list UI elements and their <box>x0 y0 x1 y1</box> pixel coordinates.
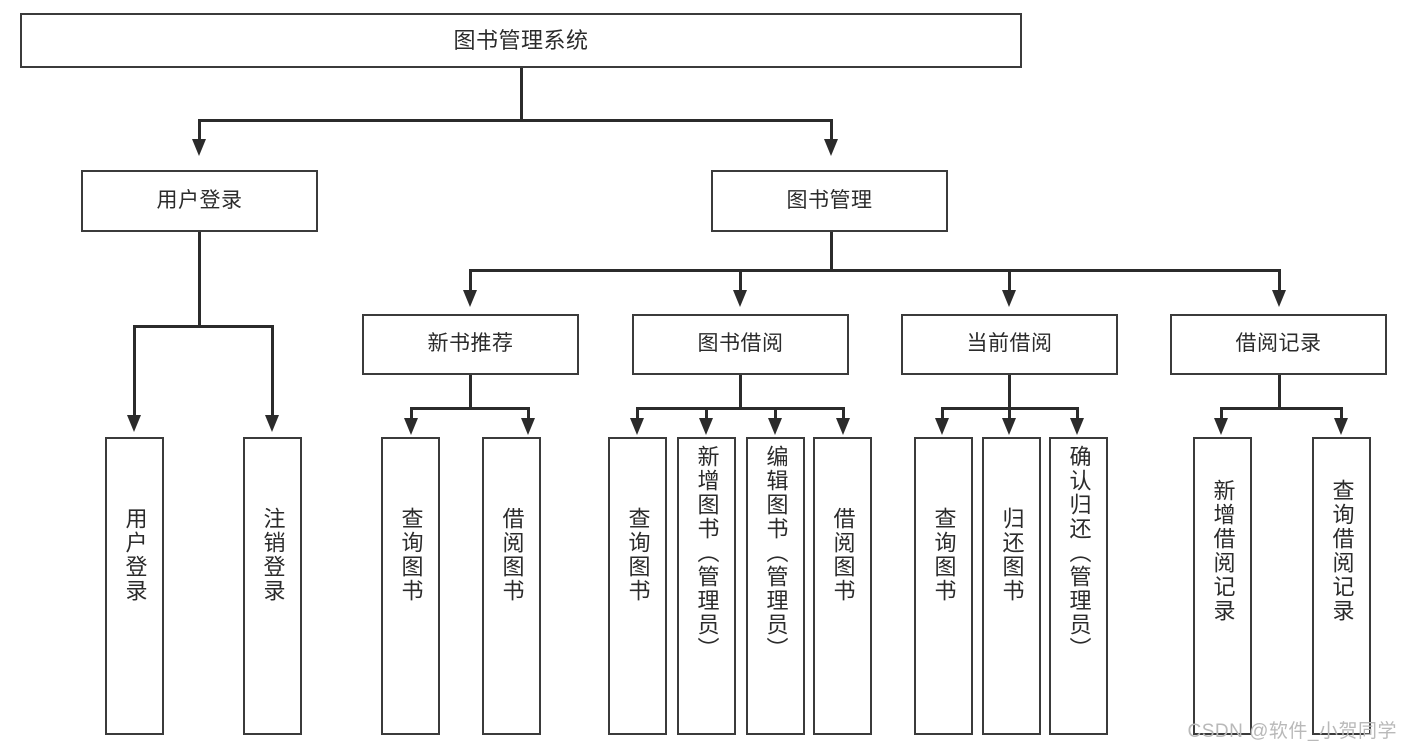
connector-level2-drop-1 <box>198 119 201 141</box>
node-label: 编辑图书（管理员） <box>763 445 789 661</box>
connector-root-stem <box>520 68 523 120</box>
node-label: 借阅图书 <box>499 507 525 603</box>
arrowhead-user-login-1 <box>127 415 141 432</box>
node-label: 确认归还（管理员） <box>1066 445 1092 661</box>
connector-currentborrow-stem <box>1008 375 1011 409</box>
connector-user-login-stem <box>198 232 201 326</box>
connector-level2-bus <box>198 119 832 122</box>
arrowhead-newbook-1 <box>404 418 418 435</box>
leaf-user-login-logout[interactable]: 注销登录 <box>243 437 302 735</box>
connector-borrowrecord-drop-1 <box>1220 407 1223 419</box>
connector-bookborrow-drop-4 <box>842 407 845 419</box>
connector-user-login-drop-1 <box>133 325 136 417</box>
node-book-borrow[interactable]: 图书借阅 <box>632 314 849 375</box>
arrowhead-newbook-2 <box>521 418 535 435</box>
arrowhead-bookborrow-1 <box>630 418 644 435</box>
connector-borrowrecord-drop-2 <box>1340 407 1343 419</box>
node-label: 归还图书 <box>999 507 1025 603</box>
arrowhead-currentborrow-1 <box>935 418 949 435</box>
arrowhead-bookborrow-2 <box>699 418 713 435</box>
connector-currentborrow-drop-1 <box>941 407 944 419</box>
leaf-book-borrow-add-book-admin[interactable]: 新增图书（管理员） <box>677 437 736 735</box>
arrowhead-bookborrow-3 <box>768 418 782 435</box>
node-label: 借阅图书 <box>830 507 856 603</box>
connector-level2-drop-2 <box>830 119 833 141</box>
connector-borrowrecord-stem <box>1278 375 1281 409</box>
connector-book-manage-stem <box>830 232 833 271</box>
node-root-book-management-system[interactable]: 图书管理系统 <box>20 13 1022 68</box>
connector-newbook-drop-2 <box>527 407 530 419</box>
connector-newbook-bus <box>410 407 529 410</box>
connector-level3-drop-4 <box>1278 269 1281 292</box>
connector-level3-drop-3 <box>1008 269 1011 292</box>
arrowhead-borrowrecord-1 <box>1214 418 1228 435</box>
connector-newbook-stem <box>469 375 472 409</box>
connector-level3-bus <box>469 269 1281 272</box>
leaf-current-borrow-query-book[interactable]: 查询图书 <box>914 437 973 735</box>
node-label: 图书管理系统 <box>453 27 589 53</box>
arrowhead-level2-2 <box>824 139 838 156</box>
connector-bookborrow-bus <box>636 407 844 410</box>
leaf-book-borrow-borrow-book[interactable]: 借阅图书 <box>813 437 872 735</box>
connector-bookborrow-drop-1 <box>636 407 639 419</box>
leaf-user-login-login[interactable]: 用户登录 <box>105 437 164 735</box>
arrowhead-level3-2 <box>733 290 747 307</box>
watermark-text: CSDN @软件_小贺同学 <box>1187 721 1397 742</box>
connector-user-login-drop-2 <box>271 325 274 417</box>
node-label: 注销登录 <box>260 507 286 603</box>
node-borrow-record[interactable]: 借阅记录 <box>1170 314 1387 375</box>
leaf-book-borrow-query-book[interactable]: 查询图书 <box>608 437 667 735</box>
node-label: 图书借阅 <box>697 332 784 356</box>
arrowhead-level3-4 <box>1272 290 1286 307</box>
connector-user-login-bus <box>133 325 273 328</box>
leaf-current-borrow-confirm-return-admin[interactable]: 确认归还（管理员） <box>1049 437 1108 735</box>
arrowhead-currentborrow-2 <box>1002 418 1016 435</box>
leaf-borrow-record-query-record[interactable]: 查询借阅记录 <box>1312 437 1371 735</box>
node-label: 查询借阅记录 <box>1329 479 1355 623</box>
node-label: 用户登录 <box>122 507 148 603</box>
connector-bookborrow-drop-2 <box>705 407 708 419</box>
connector-currentborrow-drop-2 <box>1008 407 1011 419</box>
arrowhead-user-login-2 <box>265 415 279 432</box>
node-new-book-recommend[interactable]: 新书推荐 <box>362 314 579 375</box>
node-user-login[interactable]: 用户登录 <box>81 170 318 232</box>
connector-level3-drop-2 <box>739 269 742 292</box>
node-book-management[interactable]: 图书管理 <box>711 170 948 232</box>
leaf-current-borrow-return-book[interactable]: 归还图书 <box>982 437 1041 735</box>
arrowhead-level2-1 <box>192 139 206 156</box>
leaf-new-book-borrow-book[interactable]: 借阅图书 <box>482 437 541 735</box>
arrowhead-level3-3 <box>1002 290 1016 307</box>
node-label: 查询图书 <box>931 507 957 603</box>
connector-borrowrecord-bus <box>1220 407 1342 410</box>
connector-currentborrow-drop-3 <box>1076 407 1079 419</box>
leaf-borrow-record-add-record[interactable]: 新增借阅记录 <box>1193 437 1252 735</box>
node-label: 图书管理 <box>786 188 873 212</box>
node-label: 借阅记录 <box>1235 332 1322 356</box>
connector-bookborrow-drop-3 <box>774 407 777 419</box>
node-label: 新增借阅记录 <box>1210 479 1236 623</box>
node-label: 当前借阅 <box>966 332 1053 356</box>
node-current-borrow[interactable]: 当前借阅 <box>901 314 1118 375</box>
node-label: 查询图书 <box>398 507 424 603</box>
connector-bookborrow-stem <box>739 375 742 409</box>
arrowhead-bookborrow-4 <box>836 418 850 435</box>
arrowhead-borrowrecord-2 <box>1334 418 1348 435</box>
node-label: 查询图书 <box>625 507 651 603</box>
node-label: 用户登录 <box>156 188 243 212</box>
arrowhead-currentborrow-3 <box>1070 418 1084 435</box>
arrowhead-level3-1 <box>463 290 477 307</box>
node-label: 新书推荐 <box>427 332 514 356</box>
node-label: 新增图书（管理员） <box>694 445 720 661</box>
leaf-new-book-query-book[interactable]: 查询图书 <box>381 437 440 735</box>
connector-newbook-drop-1 <box>410 407 413 419</box>
leaf-book-borrow-edit-book-admin[interactable]: 编辑图书（管理员） <box>746 437 805 735</box>
connector-level3-drop-1 <box>469 269 472 292</box>
